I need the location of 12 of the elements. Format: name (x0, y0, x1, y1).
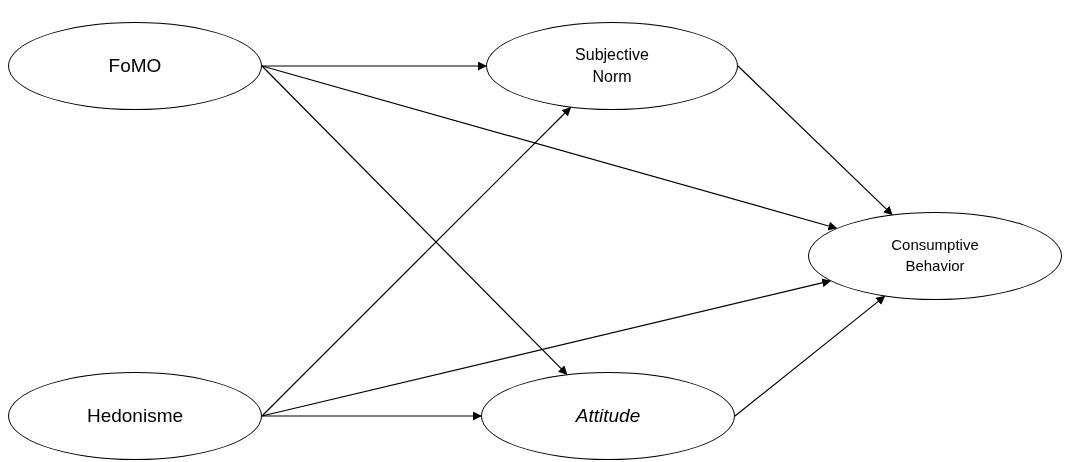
arrow (261, 411, 482, 421)
arrow (261, 65, 568, 375)
node-label: Consumptive Behavior (890, 235, 980, 276)
node-label: Attitude (574, 403, 642, 428)
node-label: Subjective Norm (574, 45, 650, 87)
arrow (261, 65, 838, 231)
arrow (734, 295, 886, 417)
arrow (737, 65, 893, 216)
arrow (261, 106, 572, 417)
node-label: FoMO (107, 53, 163, 78)
arrow (261, 61, 487, 71)
node-label: Hedonisme (85, 403, 185, 428)
